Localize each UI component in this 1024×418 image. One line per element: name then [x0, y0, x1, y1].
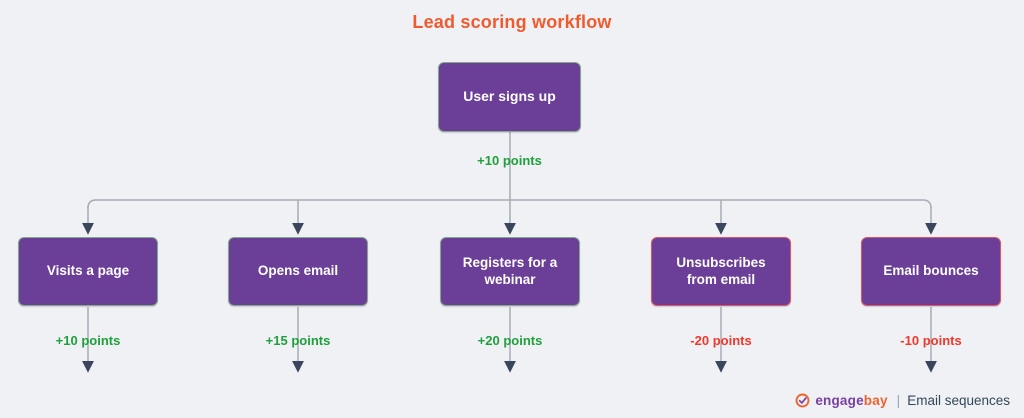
brand-caption: Email sequences — [907, 393, 1010, 408]
points-label-unsubscribes-from-email: -20 points — [690, 333, 752, 348]
points-label-opens-email: +15 points — [265, 333, 331, 348]
node-label: Visits a page — [46, 263, 130, 279]
brand-separator: | — [896, 393, 901, 408]
brand-engage-text: engage — [815, 393, 864, 408]
brand-name: engagebay — [815, 393, 887, 408]
page-title: Lead scoring workflow — [412, 12, 612, 32]
points-label-registers-for-webinar: +20 points — [477, 333, 543, 348]
node-label: Email bounces — [883, 263, 979, 279]
node-visits-a-page: Visits a page — [18, 237, 158, 306]
points-label-email-bounces: -10 points — [900, 333, 962, 348]
node-label: Unsubscribes from email — [676, 254, 766, 287]
node-registers-for-webinar: Registers for a webinar — [440, 237, 580, 306]
node-user-signs-up: User signs up — [438, 62, 581, 132]
node-opens-email: Opens email — [228, 237, 368, 306]
node-unsubscribes-from-email: Unsubscribes from email — [651, 237, 791, 306]
node-label: User signs up — [463, 88, 556, 105]
brand-footer: engagebay | Email sequences — [795, 393, 1010, 408]
brand-bay-text: bay — [863, 393, 888, 408]
node-email-bounces: Email bounces — [861, 237, 1001, 306]
node-label: Opens email — [257, 263, 339, 279]
engagebay-logo-icon — [795, 393, 810, 408]
node-label: Registers for a webinar — [462, 254, 558, 287]
points-label-visits-a-page: +10 points — [55, 333, 121, 348]
points-label-user-signs-up: +10 points — [477, 153, 542, 168]
